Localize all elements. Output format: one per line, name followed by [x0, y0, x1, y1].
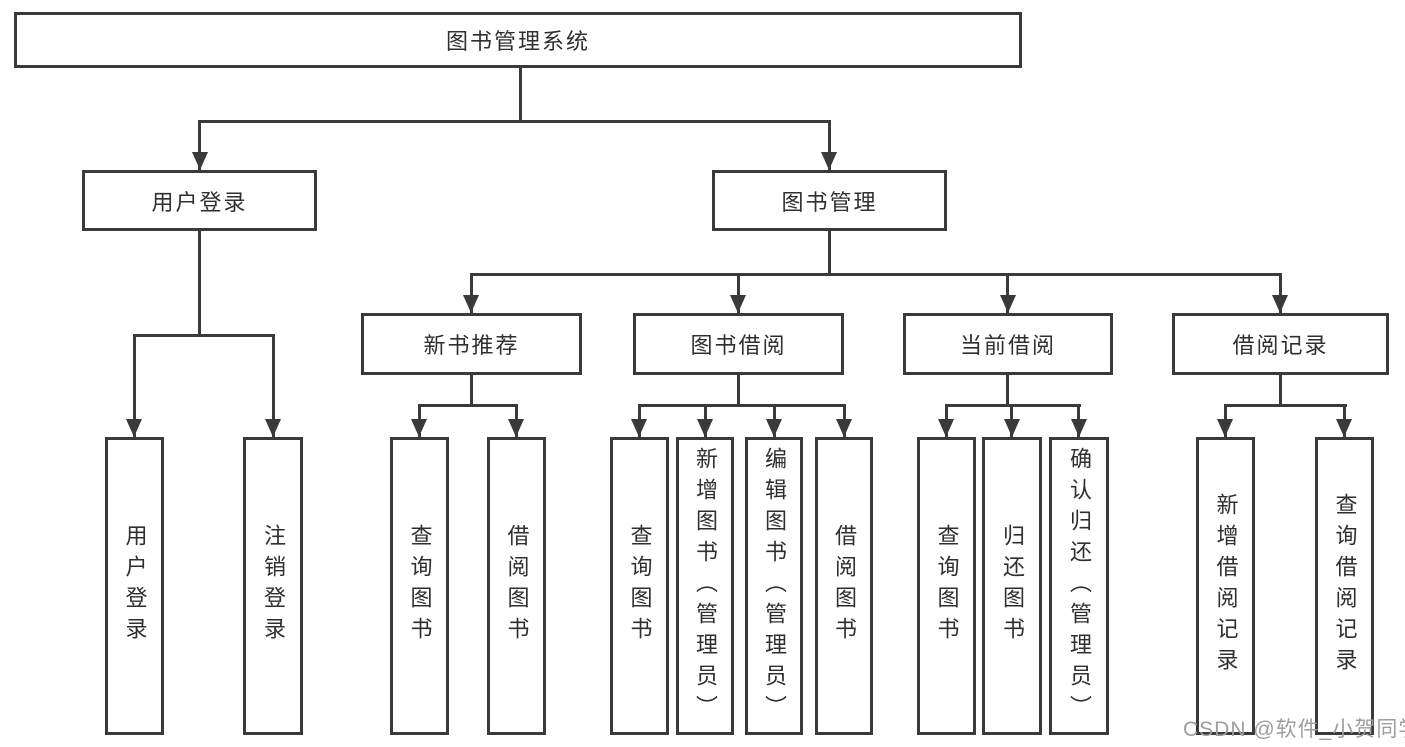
connector-mgmt-bus	[470, 273, 1282, 276]
connector-current-stem	[1006, 375, 1009, 407]
connector-drop-borrowing	[737, 273, 740, 313]
leaf-records-query-borrow-record: 查询借阅记录	[1315, 437, 1374, 735]
connector-login-bus	[133, 334, 275, 337]
arrowhead-borrowing	[730, 295, 746, 313]
connector-recommend-bus	[418, 404, 518, 407]
arrowhead-bor-edit	[766, 419, 782, 437]
connector-records-bus	[1224, 404, 1347, 407]
arrowhead-book-mgmt	[821, 152, 837, 170]
leaf-user-login: 用户登录	[105, 437, 164, 735]
node-current-borrowing: 当前借阅	[903, 313, 1113, 375]
leaf-borrowing-add-books-admin: 新增图书（管理员）	[676, 437, 734, 735]
connector-drop-records	[1279, 273, 1282, 313]
leaf-recommend-borrow-books: 借阅图书	[487, 437, 546, 735]
arrowhead-leaf-logout	[265, 419, 281, 437]
connector-drop-user-login	[198, 120, 201, 170]
connector-drop-leaf-login	[133, 334, 136, 437]
leaf-borrowing-borrow-books: 借阅图书	[815, 437, 873, 735]
connector-recommend-stem	[470, 375, 473, 407]
arrowhead-bor-borrow	[836, 419, 852, 437]
leaf-current-query-books: 查询图书	[917, 437, 976, 735]
arrowhead-bor-add	[697, 419, 713, 437]
arrowhead-rec-borrow	[508, 419, 524, 437]
leaf-current-return-books: 归还图书	[982, 437, 1042, 735]
node-book-mgmt: 图书管理	[712, 170, 947, 231]
arrowhead-current	[1000, 295, 1016, 313]
leaf-current-confirm-return-admin: 确认归还（管理员）	[1049, 437, 1109, 735]
leaf-records-add-borrow-record: 新增借阅记录	[1196, 437, 1255, 735]
leaf-logout: 注销登录	[243, 437, 303, 735]
arrowhead-leaf-login	[126, 419, 142, 437]
arrowhead-user-login	[192, 152, 208, 170]
connector-records-stem	[1279, 375, 1282, 407]
node-user-login: 用户登录	[82, 170, 317, 231]
connector-login-stem	[198, 231, 201, 337]
connector-drop-book-mgmt	[828, 120, 831, 170]
arrowhead-rec-add-record	[1217, 419, 1233, 437]
node-borrowing-records: 借阅记录	[1172, 313, 1389, 375]
connector-current-bus	[945, 404, 1081, 407]
connector-mgmt-stem	[828, 231, 831, 276]
connector-drop-recommend	[470, 273, 473, 313]
node-new-book-recommend: 新书推荐	[361, 313, 582, 375]
connector-borrowing-bus	[638, 404, 846, 407]
node-root-library-system: 图书管理系统	[14, 12, 1022, 68]
arrowhead-bor-query	[631, 419, 647, 437]
arrowhead-records	[1272, 295, 1288, 313]
arrowhead-rec-query-record	[1336, 419, 1352, 437]
leaf-borrowing-edit-books-admin: 编辑图书（管理员）	[745, 437, 803, 735]
arrowhead-cur-query	[938, 419, 954, 437]
leaf-recommend-query-books: 查询图书	[390, 437, 449, 735]
leaf-borrowing-query-books: 查询图书	[610, 437, 669, 735]
connector-drop-leaf-logout	[272, 334, 275, 437]
node-book-borrowing: 图书借阅	[633, 313, 844, 375]
csdn-watermark: CSDN @软件_小贺同学	[1183, 718, 1405, 741]
connector-borrowing-stem	[737, 375, 740, 407]
connector-drop-current	[1006, 273, 1009, 313]
arrowhead-cur-return	[1004, 419, 1020, 437]
connector-root-stem	[519, 68, 522, 123]
arrowhead-recommend	[463, 295, 479, 313]
arrowhead-rec-query	[411, 419, 427, 437]
arrowhead-cur-confirm	[1071, 419, 1087, 437]
connector-root-bus	[198, 120, 831, 123]
